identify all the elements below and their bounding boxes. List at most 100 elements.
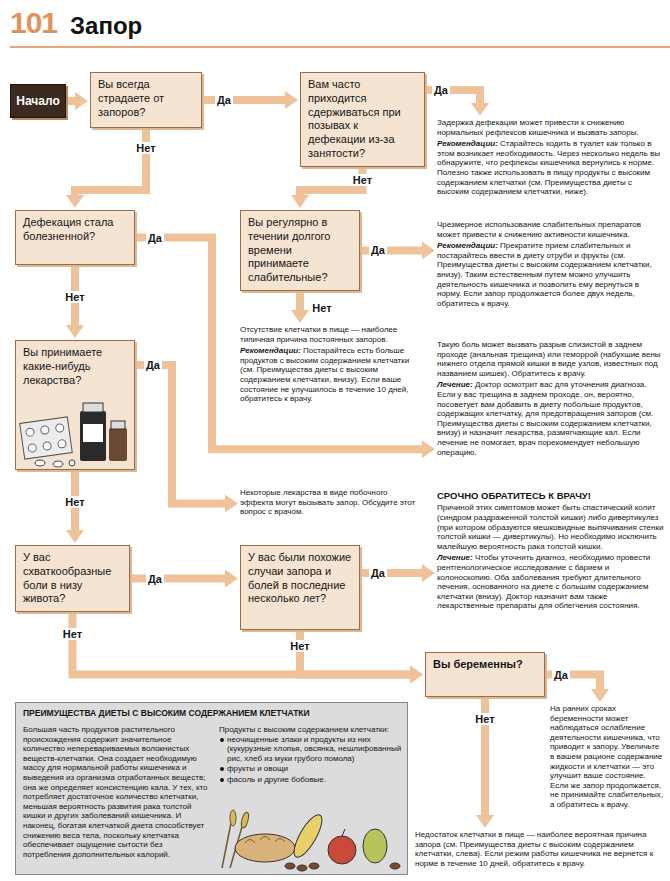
advice-text: СРОЧНО ОБРАТИТЕСЬ К ВРАЧУ! Причиной этих … — [437, 490, 665, 613]
info-panel: ПРЕИМУЩЕСТВА ДИЕТЫ С ВЫСОКИМ СОДЕРЖАНИЕМ… — [15, 702, 408, 875]
node-text: фасоль и другие бобовые. — [227, 775, 326, 784]
node-text: ПРЕИМУЩЕСТВА ДИЕТЫ С ВЫСОКИМ СОДЕРЖАНИЕМ… — [23, 708, 401, 718]
bottle — [80, 411, 106, 461]
text-column: Большая часть продуктов растительного пр… — [23, 725, 209, 859]
question-box: Вы беременны? — [425, 652, 545, 697]
node-text: У вас схваткообразные боли в низу живота… — [23, 551, 122, 606]
question-box: Вы всегда страдаете от запоров? — [90, 72, 202, 128]
node-text: Вы беременны? — [433, 658, 537, 672]
grain-ear — [230, 810, 236, 826]
start-box: Начало — [10, 84, 66, 118]
bullet-item: фасоль и другие бобовые. — [219, 775, 403, 785]
text-lead: Лечение: — [437, 553, 473, 562]
blister-cell — [43, 441, 52, 450]
node-text: На ранних сроках беременности может набл… — [550, 704, 665, 810]
node-text: Причиной этих симптомов может быть спаст… — [437, 503, 665, 551]
food-illustration — [222, 810, 400, 871]
bean — [390, 863, 400, 869]
node-text: Чрезмерное использование слабительных пр… — [437, 220, 665, 239]
node-text: Отсутствие клетчатки в пище — наиболее т… — [240, 325, 420, 344]
node-text: Рекомендации: Постарайтесь есть больше п… — [240, 346, 420, 404]
blister-sheet — [20, 417, 73, 459]
text-lead: Рекомендации: — [240, 346, 301, 355]
bullet-dot — [220, 778, 224, 782]
node-text: Дефекация стала болезненной? — [23, 216, 127, 244]
corn-cob — [289, 811, 327, 861]
flow-arrow — [135, 365, 225, 503]
blister-pack — [20, 417, 73, 459]
edge-label: Нет — [61, 628, 84, 640]
node-text: У вас были похожие случаи запора и болей… — [248, 551, 352, 606]
header-rule — [10, 46, 670, 48]
blister-cell — [40, 426, 49, 435]
pear — [363, 829, 387, 863]
advice-text: Некоторые лекарства в виде побочного эфф… — [240, 488, 420, 519]
pill — [53, 461, 63, 467]
text-lead: Рекомендации: — [437, 241, 498, 250]
question-box: Вам часто приходится сдерживаться при по… — [300, 72, 425, 167]
pills-illustration — [20, 403, 127, 467]
node-text: Лечение: Чтобы уточнить диагноз, необход… — [437, 553, 665, 611]
bean — [297, 865, 307, 871]
bottle-cap — [83, 403, 103, 412]
node-text: Вы всегда страдаете от запоров? — [98, 78, 194, 119]
question-box: Вы регулярно в течении долгого времени п… — [240, 210, 360, 291]
node-text: Продукты с высоким содержанием клетчатки… — [219, 725, 403, 735]
node-text: Некоторые лекарства в виде побочного эфф… — [240, 488, 420, 517]
bottle-label — [83, 424, 103, 442]
page-title: Запор — [70, 12, 142, 40]
question-box: У вас схваткообразные боли в низу живота… — [15, 545, 130, 612]
apple — [328, 836, 356, 864]
flow-arrow — [66, 97, 75, 105]
advice-text: Задержка дефекации может привести к сниж… — [437, 118, 665, 199]
pill — [69, 460, 75, 466]
node-text: неочищенные злаки и продукты из них (кук… — [227, 735, 401, 763]
text-lead: Рекомендации: — [437, 139, 498, 148]
chapter-number: 101 — [10, 6, 57, 40]
bullet-item: фрукты и овощи — [219, 764, 403, 774]
text-lead: Лечение: — [437, 380, 473, 389]
advice-text: Чрезмерное использование слабительных пр… — [437, 220, 665, 310]
grain-stalk — [222, 818, 232, 868]
node-text: Такую боль может вызвать разрыв слизисто… — [437, 340, 665, 378]
text-rest: Прекратите прием слабительных и постарай… — [437, 241, 652, 308]
flow-arrow — [75, 128, 146, 195]
text-column: Продукты с высоким содержанием клетчатки… — [219, 725, 403, 786]
edge-label: Нет — [63, 290, 86, 302]
bean — [309, 863, 319, 869]
blister-cell — [55, 423, 64, 432]
bullet-dot — [220, 767, 224, 771]
edge-label: Нет — [288, 640, 311, 652]
bullet-item: неочищенные злаки и продукты из них (кук… — [219, 735, 403, 764]
question-box: У вас были похожие случаи запора и болей… — [240, 545, 360, 630]
advice-text: Такую боль может вызвать разрыв слизисто… — [437, 340, 665, 459]
node-text: Недостаток клетчатки в пище — наиболее в… — [415, 830, 665, 868]
node-text: фрукты и овощи — [227, 764, 288, 773]
blister-cell — [57, 439, 66, 448]
edge-label: Да — [146, 572, 164, 584]
node-text: Рекомендации: Старайтесь ходить в туалет… — [437, 139, 665, 197]
node-text: Задержка дефекации может привести к сниж… — [437, 118, 665, 137]
box-fill — [15, 340, 135, 470]
text-column: ПРЕИМУЩЕСТВА ДИЕТЫ С ВЫСОКИМ СОДЕРЖАНИЕМ… — [23, 708, 401, 718]
bread-cuts — [245, 837, 285, 844]
edge-label: Нет — [134, 142, 157, 154]
apple-stem — [342, 829, 345, 836]
question-box: Вы принимаете какие-нибудь лекарства? — [15, 340, 135, 470]
edge-label: Нет — [310, 302, 333, 314]
bottle — [109, 428, 127, 461]
flow-arrow — [296, 291, 304, 310]
bean — [285, 863, 295, 869]
edge-label: Нет — [63, 495, 86, 507]
panel-fill — [15, 702, 408, 875]
blister-cell — [26, 428, 35, 437]
edge-label: Да — [144, 359, 162, 371]
bottle-cap — [111, 421, 125, 429]
edge-label: Нет — [473, 713, 496, 725]
bullet-dot — [220, 738, 224, 742]
node-text: Вам часто приходится сдерживаться при по… — [308, 78, 417, 161]
blister-cell — [28, 443, 37, 452]
grain-ear — [240, 811, 250, 828]
node-text: СРОЧНО ОБРАТИТЕСЬ К ВРАЧУ! — [437, 490, 665, 501]
